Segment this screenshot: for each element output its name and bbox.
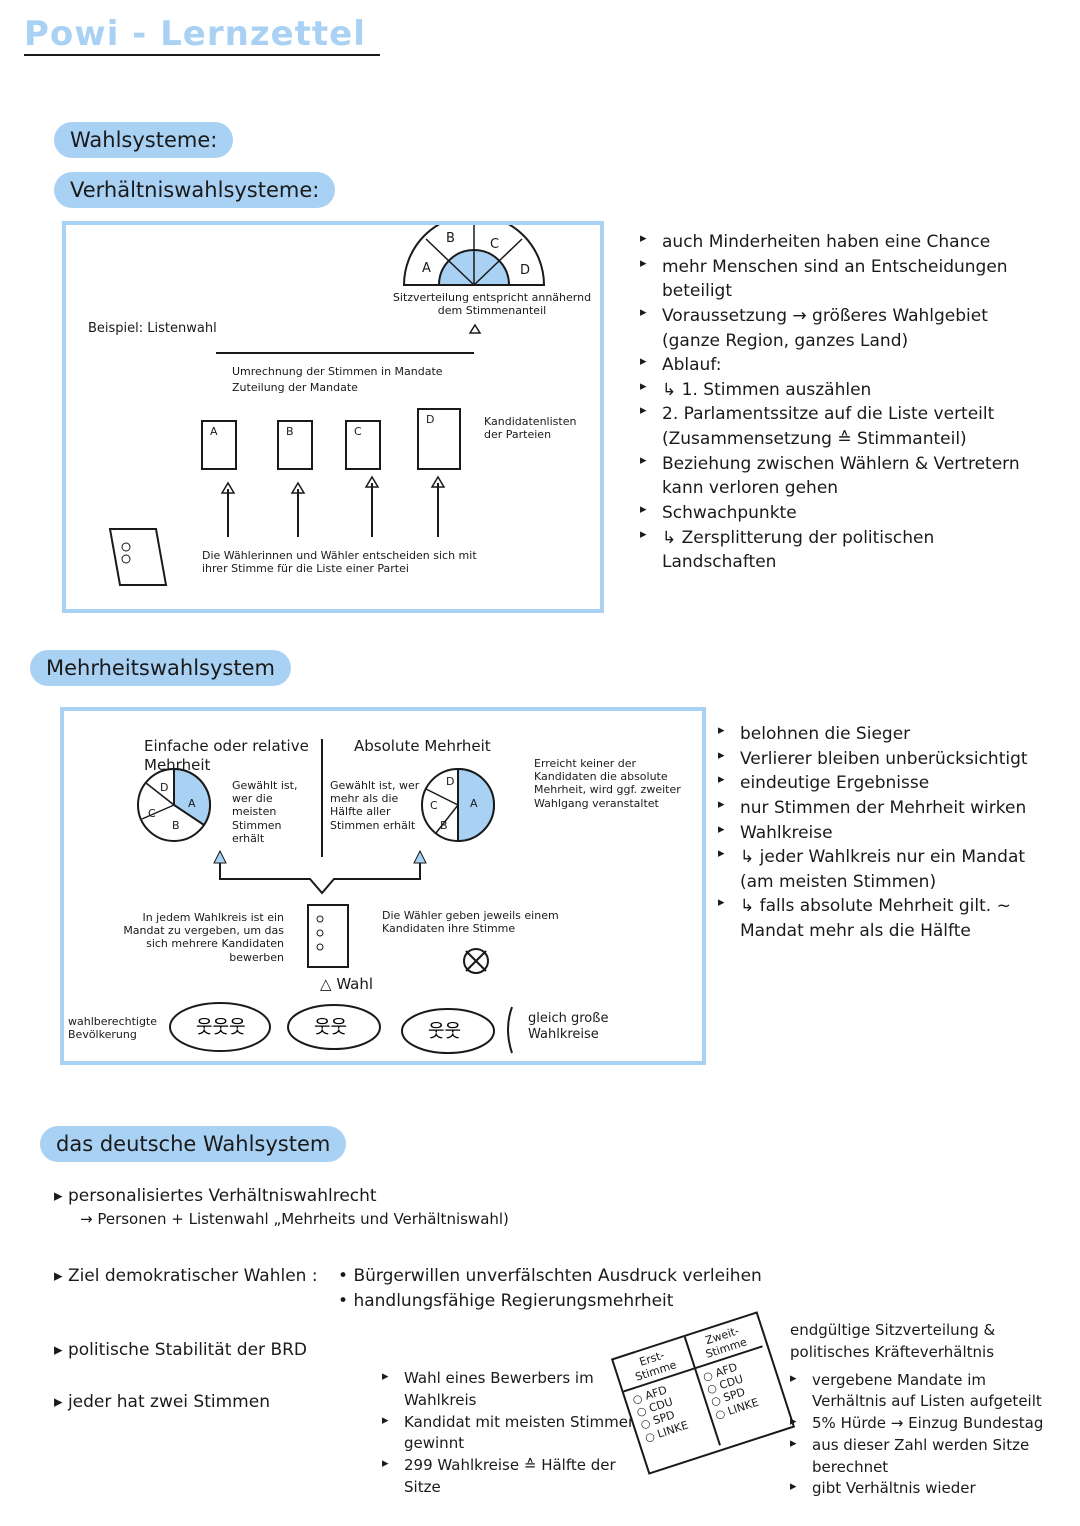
pie1-d: D (160, 781, 169, 794)
note-item: nur Stimmen der Mehrheit wirken (718, 796, 1058, 821)
note-item: belohnen die Sieger (718, 722, 1058, 747)
seat-label-b: B (446, 231, 455, 246)
svg-text:웃웃웃: 웃웃웃 (196, 1017, 246, 1038)
personalized-sub: → Personen + Listenwahl „Mehrheits und V… (80, 1209, 509, 1228)
pie2-a: A (470, 797, 478, 810)
note-item: Kandidat mit meisten Stimmen gewinnt (382, 1412, 652, 1456)
title-underline (24, 54, 380, 56)
first-vote-notes: Wahl eines Bewerbers im Wahlkreis Kandid… (382, 1368, 652, 1499)
svg-text:웃웃: 웃웃 (428, 1021, 461, 1042)
note-item: Schwachpunkte (640, 501, 1050, 526)
note-item: Wahl eines Bewerbers im Wahlkreis (382, 1368, 652, 1412)
list-c: C (354, 425, 362, 438)
pie1-a: A (188, 797, 196, 810)
allocation-label: Zuteilung der Mandate (232, 381, 358, 394)
district-note: In jedem Wahlkreis ist ein Mandat zu ver… (123, 911, 284, 964)
first-vote-list: Wahl eines Bewerbers im Wahlkreis Kandid… (382, 1368, 652, 1499)
note-subitem: ↳ 1. Stimmen auszählen (640, 378, 1050, 403)
lists-caption: Kandidatenlisten der Parteien (484, 415, 577, 442)
proportional-notes-list: auch Minderheiten haben eine Chance mehr… (640, 230, 1050, 575)
proportional-notes: auch Minderheiten haben eine Chance mehr… (640, 230, 1050, 575)
example-label: Beispiel: Listenwahl (88, 321, 217, 336)
heading-wahlsysteme: Wahlsysteme: (54, 122, 234, 158)
list-d: D (426, 413, 435, 426)
brd-flag: BRD (270, 1340, 308, 1360)
pie2-d: D (446, 775, 455, 788)
majority-diagram-svg: 웃웃웃 웃웃 웃웃 (137, 739, 513, 1054)
heading-verhaeltniswahl: Verhältniswahlsysteme: (54, 172, 336, 208)
note-item: 299 Wahlkreise ≙ Hälfte der Sitze (382, 1455, 652, 1499)
second-vote-title: endgültige Sitzverteilung & politisches … (790, 1321, 996, 1361)
seat-label-d: D (520, 263, 531, 278)
goal-item: • Bürgerwillen unverfälschten Ausdruck v… (338, 1266, 762, 1286)
note-item: Beziehung zwischen Wählern & Vertretern … (640, 452, 1050, 501)
second-vote-notes: endgültige Sitzverteilung & politisches … (790, 1320, 1060, 1500)
two-votes-line: ▸ jeder hat zwei Stimmen (54, 1392, 270, 1412)
voters-caption: Die Wählerinnen und Wähler entscheiden s… (202, 549, 477, 576)
note-item: Verlierer bleiben unberücksichtigt (718, 747, 1058, 772)
pie2-b: B (440, 819, 448, 832)
majority-notes-list: belohnen die Sieger Verlierer bleiben un… (718, 722, 1058, 944)
note-item: 5% Hürde → Einzug Bundestag (790, 1413, 1060, 1435)
goal-item: • handlungsfähige Regierungsmehrheit (338, 1290, 674, 1311)
heading-mehrheitswahl: Mehrheitswahlsystem (30, 650, 291, 686)
second-vote-list: vergebene Mandate im Verhältnis auf List… (790, 1370, 1060, 1501)
note-item: Voraussetzung → größeres Wahlgebiet (gan… (640, 304, 1050, 353)
majority-diagram: 웃웃웃 웃웃 웃웃 Einfache oder relative Mehrhei… (60, 707, 706, 1065)
personalized-line: ▸ personalisiertes Verhältniswahlrecht →… (54, 1184, 754, 1230)
proportional-diagram: A B C D Sitzverteilung entspricht annähe… (62, 221, 604, 613)
population-label: wahlberechtigte Bevölkerung (68, 1015, 158, 1042)
note-item: vergebene Mandate im Verhältnis auf List… (790, 1370, 1060, 1414)
seat-label-c: C (490, 237, 500, 252)
pie1-b: B (172, 819, 180, 832)
note-subitem: ↳ falls absolute Mehrheit gilt. ~ Mandat… (718, 894, 1058, 943)
pie1-c: C (148, 807, 156, 820)
absolute-majority-title: Absolute Mehrheit (354, 737, 491, 755)
note-item: mehr Menschen sind an Entscheidungen bet… (640, 255, 1050, 304)
seat-caption: Sitzverteilung entspricht annähernd dem … (392, 291, 592, 318)
flag-stripes (338, 1340, 362, 1344)
simple-majority-desc: Gewählt ist, wer die meisten Stimmen erh… (232, 779, 298, 845)
heading-deutsches-wahlsystem: das deutsche Wahlsystem (40, 1126, 347, 1162)
note-item: eindeutige Ergebnisse (718, 771, 1058, 796)
stability-line: ▸ politische Stabilität der BRD (54, 1340, 308, 1360)
personalized-title: ▸ personalisiertes Verhältniswahlrecht (54, 1186, 377, 1206)
proportional-diagram-svg (108, 225, 546, 586)
note-item: aus dieser Zahl werden Sitze berechnet (790, 1435, 1060, 1479)
vote-label: △ Wahl (320, 975, 374, 993)
list-b: B (286, 425, 294, 438)
voters-note: Die Wähler geben jeweils einem Kandidate… (382, 909, 559, 936)
simple-majority-title: Einfache oder relative Mehrheit (144, 737, 309, 774)
ballot-first-col: ○ AFD ○ CDU ○ SPD ○ LINKE (631, 1380, 690, 1444)
note-item: Ablauf: (640, 353, 1050, 378)
note-subitem: ↳ jeder Wahlkreis nur ein Mandat (am mei… (718, 845, 1058, 894)
pie2-c: C (430, 799, 438, 812)
list-a: A (210, 425, 218, 438)
note-subitem: 2. Parlamentssitze auf die Liste verteil… (640, 402, 1050, 451)
note-item: Wahlkreise (718, 821, 1058, 846)
svg-text:웃웃: 웃웃 (314, 1017, 347, 1038)
runoff-note: Erreicht keiner der Kandidaten die absol… (534, 757, 681, 810)
note-subitem: ↳ Zersplitterung der politischen Landsch… (640, 526, 1050, 575)
absolute-majority-desc: Gewählt ist, wer mehr als die Hälfte all… (330, 779, 420, 832)
page-title: Powi - Lernzettel (24, 14, 366, 54)
conversion-label: Umrechnung der Stimmen in Mandate (232, 365, 443, 378)
seat-label-a: A (422, 261, 431, 276)
note-item: auch Minderheiten haben eine Chance (640, 230, 1050, 255)
goals-list: • Bürgerwillen unverfälschten Ausdruck v… (338, 1264, 838, 1313)
majority-notes: belohnen die Sieger Verlierer bleiben un… (718, 722, 1058, 944)
districts-label: gleich große Wahlkreise (528, 1011, 609, 1042)
note-item: gibt Verhältnis wieder (790, 1478, 1060, 1500)
goals-label: ▸ Ziel demokratischer Wahlen : (54, 1266, 318, 1286)
